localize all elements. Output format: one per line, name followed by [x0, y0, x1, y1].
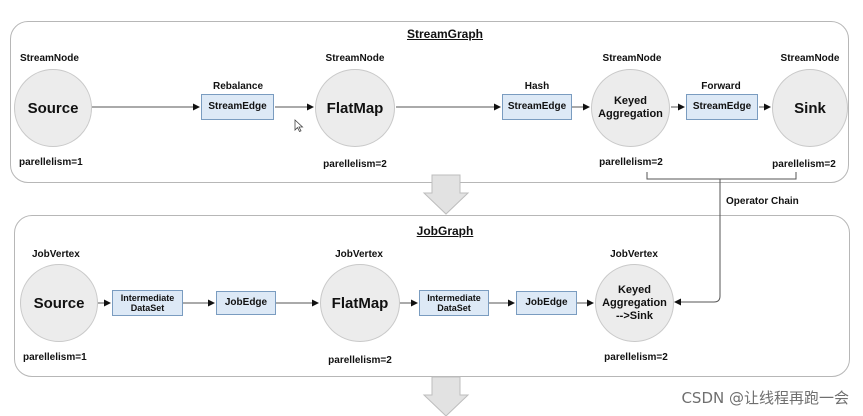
job-vertex-flatmap: FlatMap [320, 264, 400, 342]
job-vertex-parallelism: parellelism=2 [604, 352, 668, 363]
transition-arrow-down-1 [422, 174, 470, 215]
operator-chain-label: Operator Chain [726, 196, 799, 207]
stream-node-flatmap: FlatMap [315, 69, 395, 147]
job-vertex-type-label: JobVertex [610, 249, 658, 260]
stream-node-source: Source [14, 69, 92, 147]
stream-node-parallelism: parellelism=2 [772, 159, 836, 170]
stream-edge-partition: Forward [701, 81, 741, 92]
stream-edge-partition: Hash [524, 81, 550, 92]
job-vertex-type-label: JobVertex [335, 249, 383, 260]
stream-node-type-label: StreamNode [780, 53, 840, 64]
stream-node-label: Source [27, 99, 79, 117]
intermediate-dataset-box: Intermediate DataSet [112, 290, 183, 316]
job-vertex-keyed-aggregation-sink: Keyed Aggregation -->Sink [595, 264, 674, 342]
stream-node-sink: Sink [772, 69, 848, 147]
transition-arrow-down-2 [422, 376, 470, 416]
intermediate-dataset-box: Intermediate DataSet [419, 290, 489, 316]
stream-edge-box: StreamEdge [502, 94, 572, 120]
stream-graph-title: StreamGraph [406, 27, 484, 41]
stream-node-parallelism: parellelism=2 [323, 159, 387, 170]
stream-node-type-label: StreamNode [602, 53, 662, 64]
mouse-cursor-icon [294, 119, 304, 133]
job-edge-box: JobEdge [516, 291, 577, 315]
stream-node-label: Keyed Aggregation [598, 95, 663, 120]
stream-edge-box: StreamEdge [201, 94, 274, 120]
job-vertex-label: FlatMap [331, 294, 389, 312]
job-edge-box: JobEdge [216, 291, 276, 315]
job-vertex-source: Source [20, 264, 98, 342]
stream-node-parallelism: parellelism=2 [599, 157, 663, 168]
job-vertex-label: Source [33, 294, 85, 312]
stream-node-type-label: StreamNode [20, 53, 79, 64]
stream-edge-partition: Rebalance [212, 81, 264, 92]
operator-chain-bracket [646, 172, 797, 180]
stream-node-label: FlatMap [326, 99, 384, 117]
operator-chain-arrow [674, 179, 721, 306]
job-vertex-label: Keyed Aggregation -->Sink [602, 283, 667, 322]
stream-node-type-label: StreamNode [325, 53, 385, 64]
stream-node-parallelism: parellelism=1 [19, 157, 83, 168]
stream-node-label: Sink [794, 99, 826, 117]
job-vertex-type-label: JobVertex [32, 249, 80, 260]
job-vertex-parallelism: parellelism=1 [23, 352, 87, 363]
csdn-watermark: CSDN @让线程再跑一会 [681, 389, 849, 407]
stream-edge-box: StreamEdge [686, 94, 758, 120]
job-graph-title: JobGraph [416, 224, 474, 238]
stream-node-keyed-aggregation: Keyed Aggregation [591, 69, 670, 147]
job-vertex-parallelism: parellelism=2 [328, 355, 392, 366]
